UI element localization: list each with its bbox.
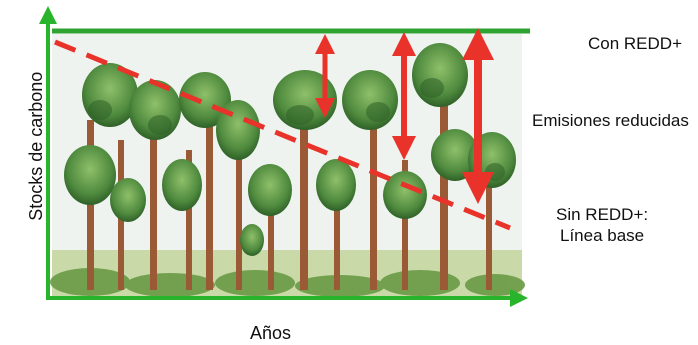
without-redd-label-line2: Línea base <box>556 225 648 246</box>
x-axis-label: Años <box>250 322 291 345</box>
without-redd-label: Sin REDD+: Línea base <box>556 204 648 247</box>
reduced-emissions-label: Emisiones reducidas <box>532 110 689 131</box>
without-redd-label-line1: Sin REDD+: <box>556 204 648 225</box>
with-redd-label: Con REDD+ <box>588 33 682 54</box>
y-axis-label: Stocks de carbono <box>25 66 48 226</box>
forest-illustration <box>50 34 525 297</box>
